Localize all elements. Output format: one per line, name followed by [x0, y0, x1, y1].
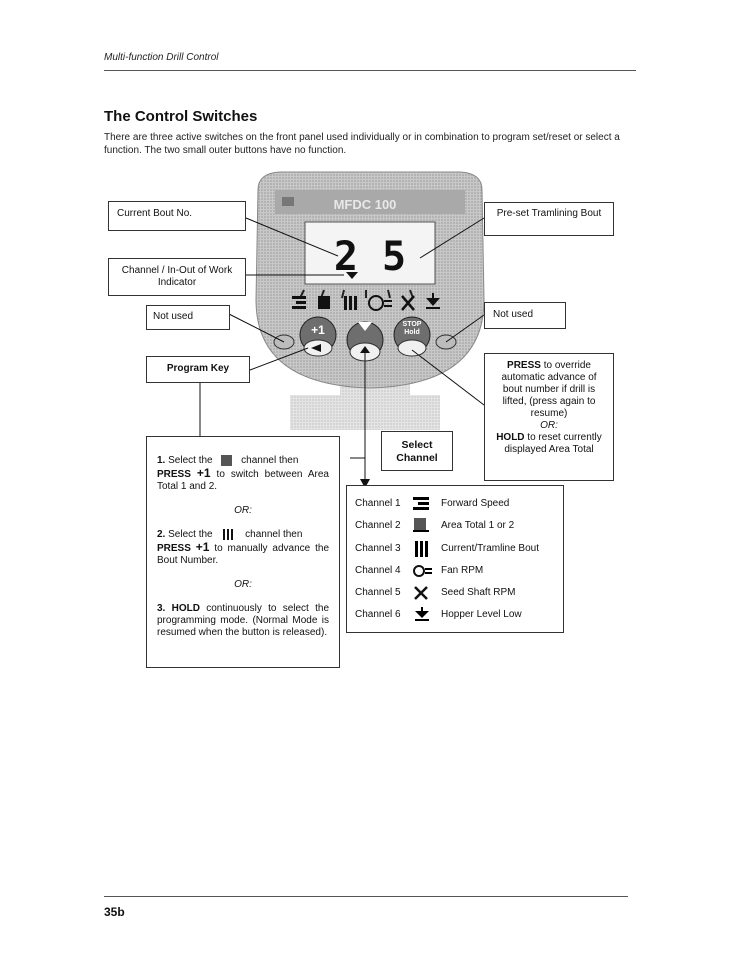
channel-label: Channel 4 — [355, 565, 401, 576]
callout-channel-indicator: Channel / In-Out of Work Indicator — [108, 258, 246, 296]
running-title: Multi-function Drill Control — [104, 52, 219, 63]
channel-label: Channel 5 — [355, 587, 401, 598]
callout-not-used-left-text: Not used — [153, 311, 194, 322]
step2-text-a: Select the — [165, 529, 216, 541]
channel-label: Channel 1 — [355, 498, 401, 509]
hold-key-label: Hold — [404, 329, 420, 336]
instruction-step-2: 2. Select the channel then PRESS +1 to m… — [157, 529, 329, 567]
footer-rule — [104, 896, 628, 897]
tramline-icon — [413, 541, 431, 561]
device-top-band — [275, 190, 465, 214]
device-model-label: MFDC 100 — [334, 197, 397, 212]
instruction-step-3: 3. HOLD continuously to select the progr… — [157, 603, 329, 639]
hold-description: to reset currently displayed Area Total — [504, 432, 602, 455]
tramline-icon — [223, 529, 235, 541]
channel-label: Channel 6 — [355, 609, 401, 620]
step2-text-b: channel then — [242, 529, 303, 541]
section-title: The Control Switches — [104, 108, 258, 125]
hopper-icon — [413, 607, 431, 625]
callout-not-used-right: Not used — [484, 302, 566, 329]
step2-press-label: PRESS — [157, 543, 191, 555]
step3-number: 3. — [157, 603, 166, 615]
callout-not-used-right-text: Not used — [493, 309, 534, 320]
channel-table: Channel 1 Forward Speed Channel 2 Area T… — [346, 485, 564, 633]
seed-shaft-icon — [413, 585, 429, 605]
channel-description: Current/Tramline Bout — [441, 543, 539, 554]
channel-description: Area Total 1 or 2 — [441, 520, 515, 531]
intro-paragraph: There are three active switches on the f… — [104, 132, 620, 156]
select-key-arrow — [358, 322, 372, 331]
press-label: PRESS — [507, 360, 541, 371]
callout-current-bout-text: Current Bout No. — [117, 208, 193, 219]
leader-lines — [199, 217, 485, 480]
press-description: to override automatic advance of bout nu… — [501, 360, 597, 419]
page-number: 35b — [104, 905, 125, 919]
channel-label: Channel 2 — [355, 520, 401, 531]
step2-number: 2. — [157, 529, 166, 541]
area-total-icon — [413, 518, 431, 536]
channel-description: Seed Shaft RPM — [441, 587, 516, 598]
stop-key-label: STOP — [403, 321, 422, 328]
callout-current-bout: Current Bout No. — [108, 201, 246, 231]
step1-press-label: PRESS — [157, 469, 191, 481]
callout-preset-tramlining-text: Pre-set Tramlining Bout — [496, 208, 602, 219]
callout-select-channel-text: Select Channel — [396, 439, 438, 464]
hold-label: HOLD — [496, 432, 525, 443]
stop-key-cap — [397, 339, 427, 357]
step1-text-b: channel then — [238, 455, 299, 467]
callout-not-used-left: Not used — [146, 305, 230, 330]
callout-program-key-text: Program Key — [166, 363, 230, 374]
plus-key-arrow — [311, 344, 321, 352]
instruction-or-1: OR: — [234, 505, 252, 517]
header-rule — [104, 70, 636, 71]
program-key-instructions: 1. Select the channel then PRESS +1 to s… — [146, 436, 340, 668]
channel-indicator-arrow — [346, 272, 358, 279]
channel-description: Fan RPM — [441, 565, 484, 576]
callout-program-key: Program Key — [146, 356, 250, 383]
note-or-label: OR: — [540, 420, 558, 431]
instruction-or-2: OR: — [234, 579, 252, 591]
instruction-step-1: 1. Select the channel then PRESS +1 to s… — [157, 455, 329, 493]
step3-hold-label: HOLD — [171, 603, 200, 615]
step1-plus-one: +1 — [196, 466, 211, 481]
callout-preset-tramlining: Pre-set Tramlining Bout — [484, 202, 614, 236]
plus-one-key-label: +1 — [311, 323, 325, 337]
step2-text-c: to manually advance the Bout Number. — [157, 543, 330, 567]
channel-description: Hopper Level Low — [441, 609, 522, 620]
press-hold-note: PRESS to override automatic advance of b… — [484, 353, 614, 481]
device-badge — [282, 197, 294, 206]
forward-speed-icon — [413, 496, 431, 514]
channel-description: Forward Speed — [441, 498, 510, 509]
select-channel-arrowhead — [360, 479, 370, 488]
select-key-cap-arrow — [360, 346, 370, 353]
area-total-icon — [221, 455, 233, 466]
step3-text: continuously to select the programming m… — [157, 603, 329, 639]
step1-text-a: Select the — [165, 455, 216, 467]
fan-icon — [413, 563, 433, 581]
step2-plus-one: +1 — [195, 540, 210, 555]
callout-channel-indicator-text: Channel / In-Out of Work Indicator — [121, 265, 233, 288]
callout-select-channel: Select Channel — [381, 431, 453, 471]
device-channel-icons — [292, 293, 440, 311]
channel-label: Channel 3 — [355, 543, 401, 554]
step1-number: 1. — [157, 455, 166, 467]
lcd-digits: 2 5 — [334, 234, 406, 280]
step1-text-c: to switch between Area Total 1 and 2. — [157, 469, 329, 493]
lcd-screen — [304, 221, 436, 285]
